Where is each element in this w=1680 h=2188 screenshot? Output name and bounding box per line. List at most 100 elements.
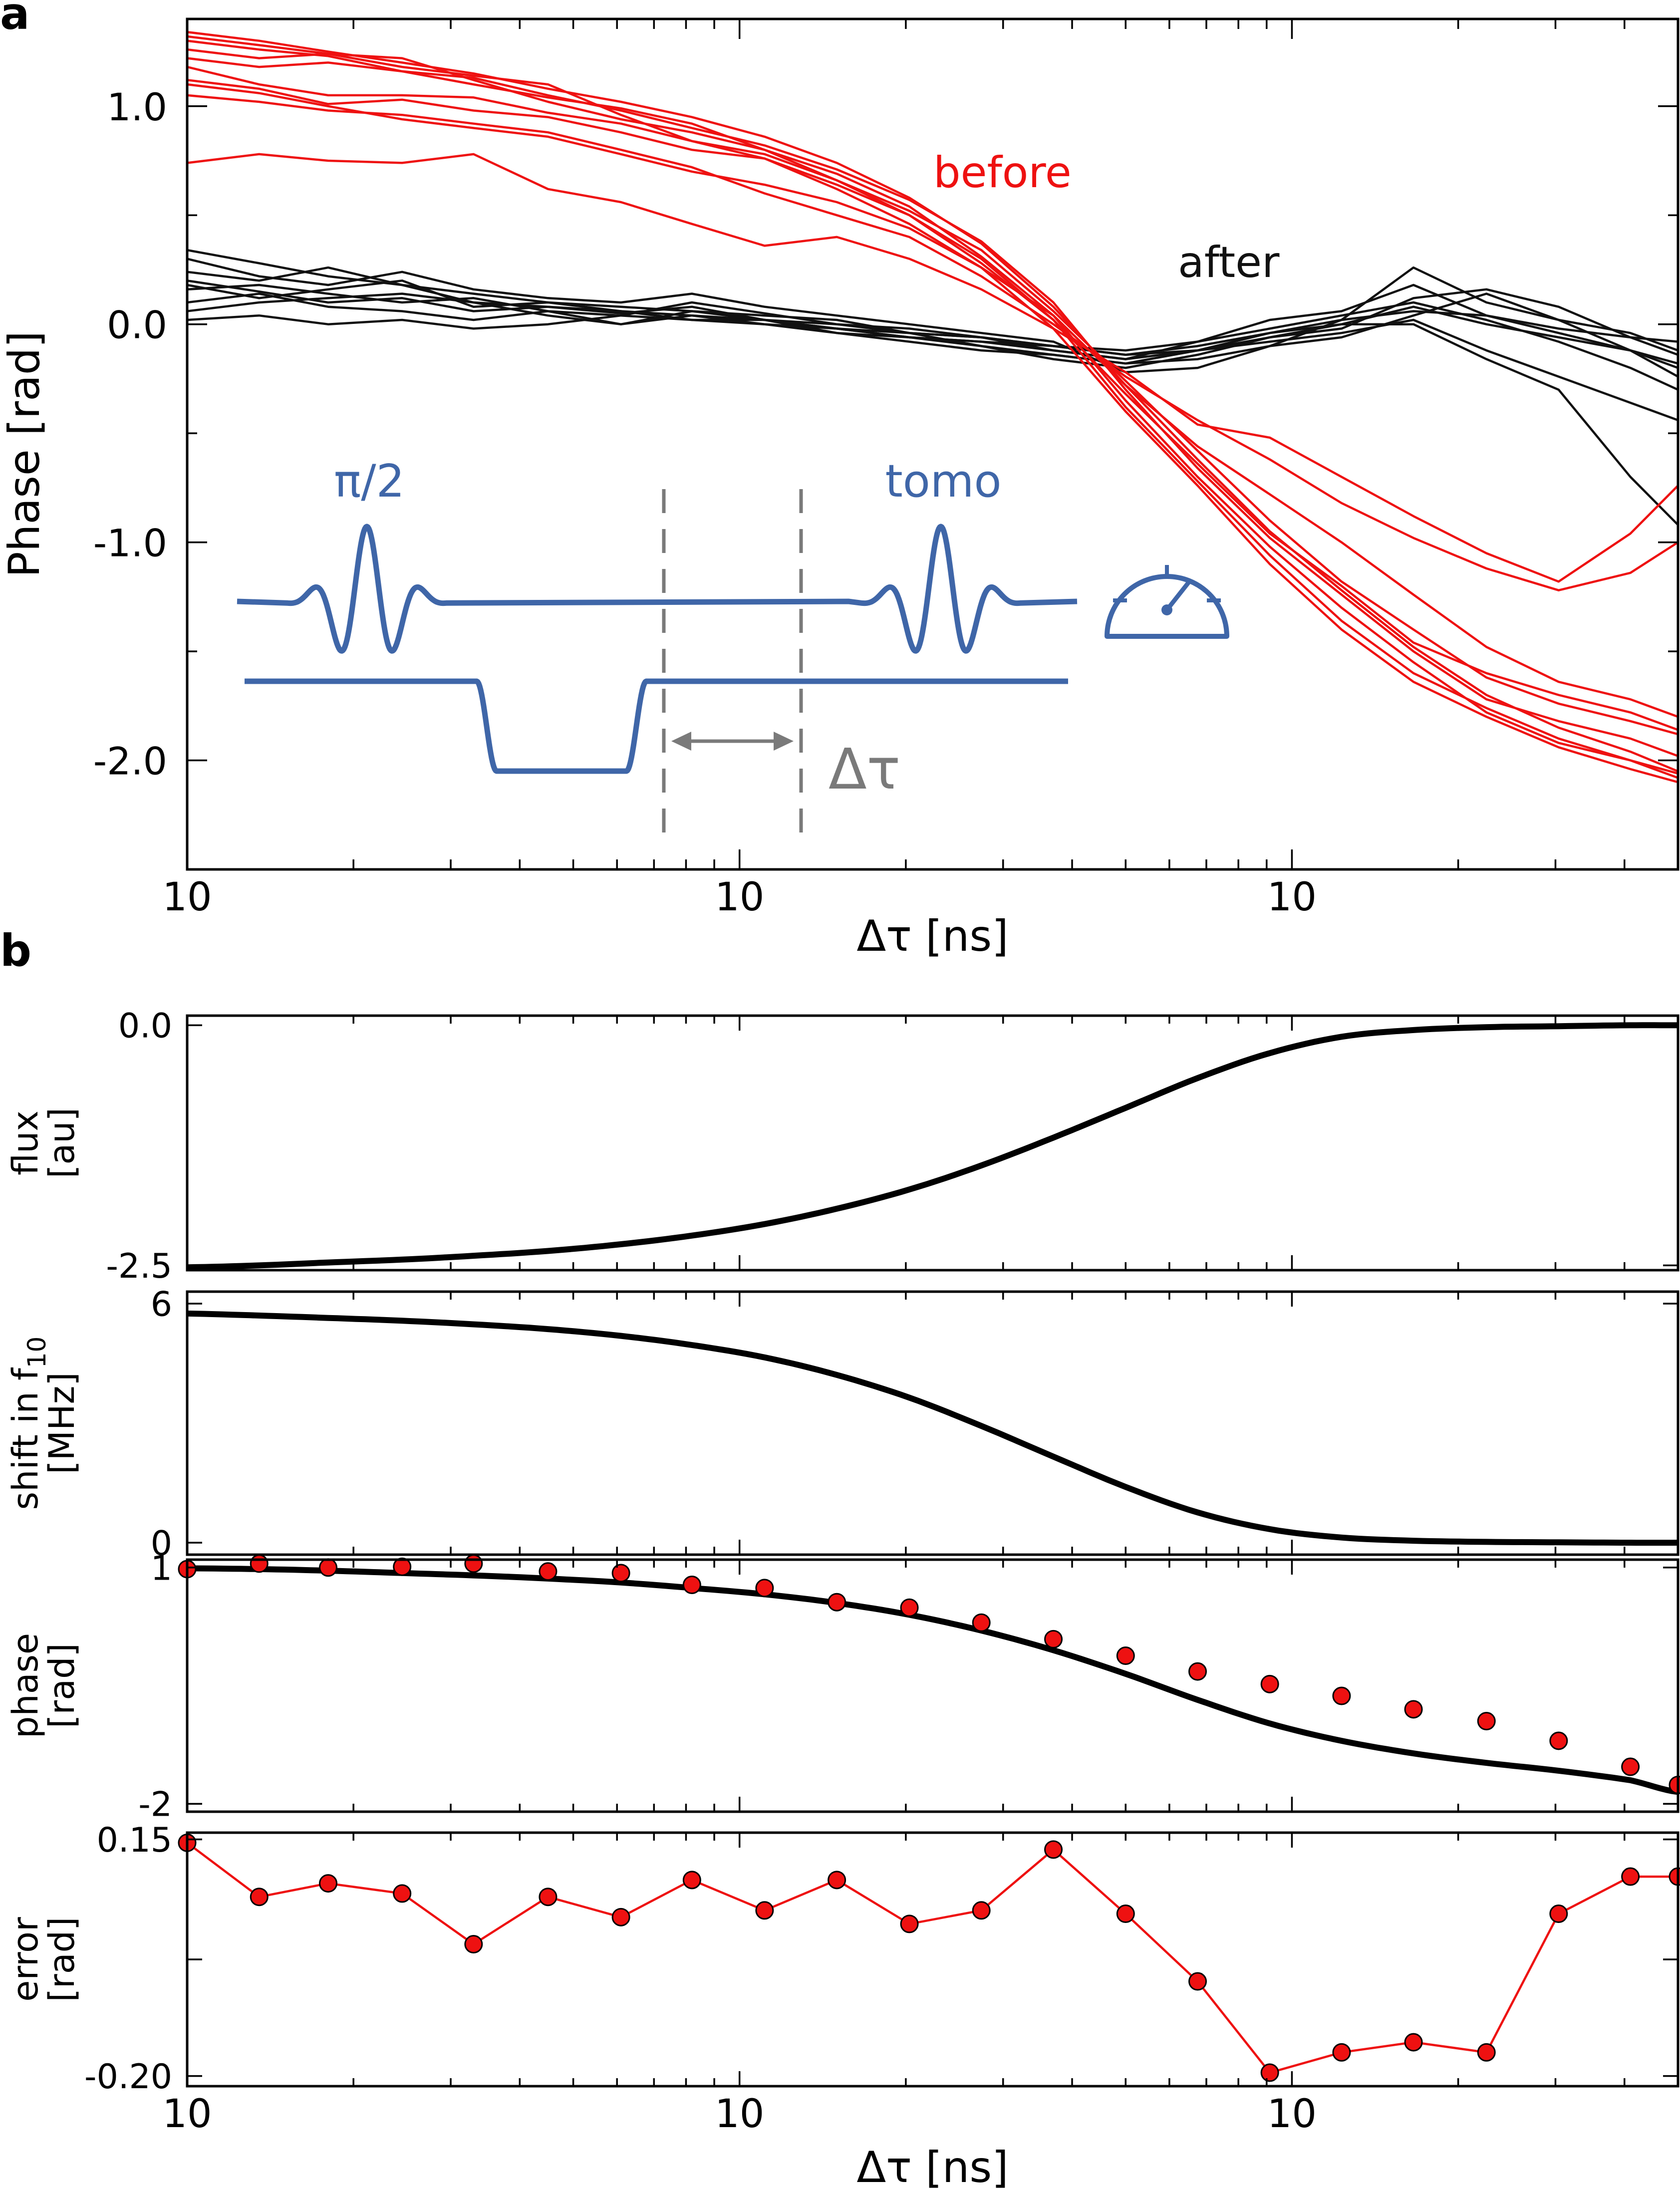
data-point <box>250 1554 269 1573</box>
x-tick-label: 10 <box>1267 2092 1317 2137</box>
data-point <box>1404 1700 1423 1719</box>
meter-icon <box>1105 565 1229 639</box>
data-point <box>972 1901 991 1920</box>
before-series-line <box>187 153 1678 583</box>
y-axis-label-line2: [au] <box>41 1107 82 1178</box>
x-tick-label: 10 <box>1267 875 1317 920</box>
y-tick-label: -1.0 <box>93 521 167 565</box>
flux-pulse-line <box>245 678 1068 774</box>
meter-dial <box>1105 574 1229 639</box>
panel-a-letter: a <box>0 0 29 39</box>
y-axis-label-line2: [rad] <box>41 1643 82 1728</box>
data-point <box>1044 1630 1063 1648</box>
data-point <box>1621 1867 1640 1886</box>
y-tick-label: 0.0 <box>107 303 167 347</box>
data-point <box>1332 2043 1351 2062</box>
data-point <box>611 1564 630 1583</box>
data-point <box>250 1888 269 1907</box>
data-point <box>1116 1905 1135 1923</box>
data-point <box>464 1935 483 1954</box>
y-tick-label: 0.0 <box>118 1007 172 1046</box>
x-tick-label: 10 <box>715 2092 764 2137</box>
y-tick-label: -2 <box>138 1785 172 1825</box>
x-axis-label: Δτ [ns] <box>856 2143 1008 2188</box>
after-series-line <box>187 279 1678 365</box>
data-point <box>828 1871 846 1890</box>
data-point <box>682 1576 701 1594</box>
y-tick-label: 1 <box>151 1549 172 1588</box>
data-point <box>1188 1662 1207 1681</box>
x-tick-label: 10 <box>162 875 212 920</box>
delta-tau-arrowhead-right <box>774 732 794 751</box>
microwave-pulse-line <box>237 524 1078 654</box>
panel-a-chart: 1.00.0-1.0-2.0100101102Δτ [ns]Phase [rad… <box>0 17 1680 961</box>
data-point <box>1260 2063 1279 2082</box>
data-point <box>900 1914 919 1933</box>
data-point <box>319 1874 338 1893</box>
data-point <box>539 1888 558 1907</box>
after-series-line <box>187 283 1678 365</box>
y-tick-label: -0.20 <box>84 2057 172 2097</box>
x-axis-label: Δτ [ns] <box>856 911 1008 961</box>
data-point <box>464 1554 483 1573</box>
data-point <box>1549 1905 1568 1923</box>
y-axis-label: Phase [rad] <box>0 331 49 577</box>
error-line <box>186 1842 1678 2074</box>
panel-b1-frame <box>186 1014 1680 1272</box>
panel-b2-frame <box>186 1290 1680 1556</box>
data-point <box>900 1598 919 1617</box>
before-series-line <box>187 79 1678 731</box>
after-series-line <box>187 288 1678 356</box>
before-series-line <box>187 39 1678 779</box>
y-axis-label-line1: error <box>5 1917 46 2002</box>
data-point <box>1621 1757 1640 1776</box>
data-point <box>319 1558 338 1577</box>
delta-tau-label: Δτ <box>829 737 900 802</box>
after-series-line <box>187 258 1678 378</box>
panel-a-frame <box>186 17 1680 871</box>
y-tick-label: 6 <box>151 1285 172 1324</box>
before-series-line <box>187 65 1678 736</box>
y-tick-label: 1.0 <box>107 85 167 129</box>
after-series-line <box>187 283 1678 352</box>
data-point <box>828 1593 846 1612</box>
y-tick-label: -2.0 <box>93 739 167 784</box>
before-series-line <box>187 94 1678 591</box>
flux-chart: 0.0 -2.5 flux[au] <box>5 1007 1680 1286</box>
pi-half-label: π/2 <box>334 455 405 508</box>
data-point <box>1549 1731 1568 1750</box>
before-label: before <box>933 148 1072 198</box>
series-group <box>187 30 1678 784</box>
data-point <box>1044 1840 1063 1859</box>
data-point <box>1404 2033 1423 2052</box>
plot-area <box>187 1022 1678 1271</box>
x-tick-label: 10 <box>715 875 764 920</box>
y-tick-label: -2.5 <box>106 1247 172 1286</box>
x-tick-label: 10 <box>162 2092 212 2137</box>
plot-area <box>178 1554 1680 1795</box>
y-axis-label-line1: flux <box>5 1110 46 1175</box>
before-series-line <box>187 83 1678 718</box>
tomo-label: tomo <box>885 455 1001 508</box>
model-curve <box>187 1565 1679 1795</box>
y-tick-label: 0 <box>151 1524 172 1564</box>
y-axis-label-line1: phase <box>5 1633 46 1738</box>
meter-pivot <box>1161 604 1172 615</box>
panel-b3-frame <box>186 1558 1680 1813</box>
model-curve <box>187 1022 1678 1271</box>
data-point <box>1477 1712 1496 1731</box>
data-point <box>393 1557 412 1576</box>
data-point <box>1332 1686 1351 1705</box>
data-point <box>611 1908 630 1926</box>
data-point <box>1116 1646 1135 1665</box>
model-curve <box>187 1310 1679 1546</box>
y-axis-label-line2: [rad] <box>41 1917 82 2002</box>
after-series-line <box>187 292 1678 526</box>
y-axis-label-subscript: 10 <box>22 1337 51 1368</box>
data-point <box>972 1613 991 1632</box>
data-point <box>1260 1674 1279 1693</box>
before-series-line <box>187 48 1678 775</box>
plot-area <box>178 1833 1680 2082</box>
